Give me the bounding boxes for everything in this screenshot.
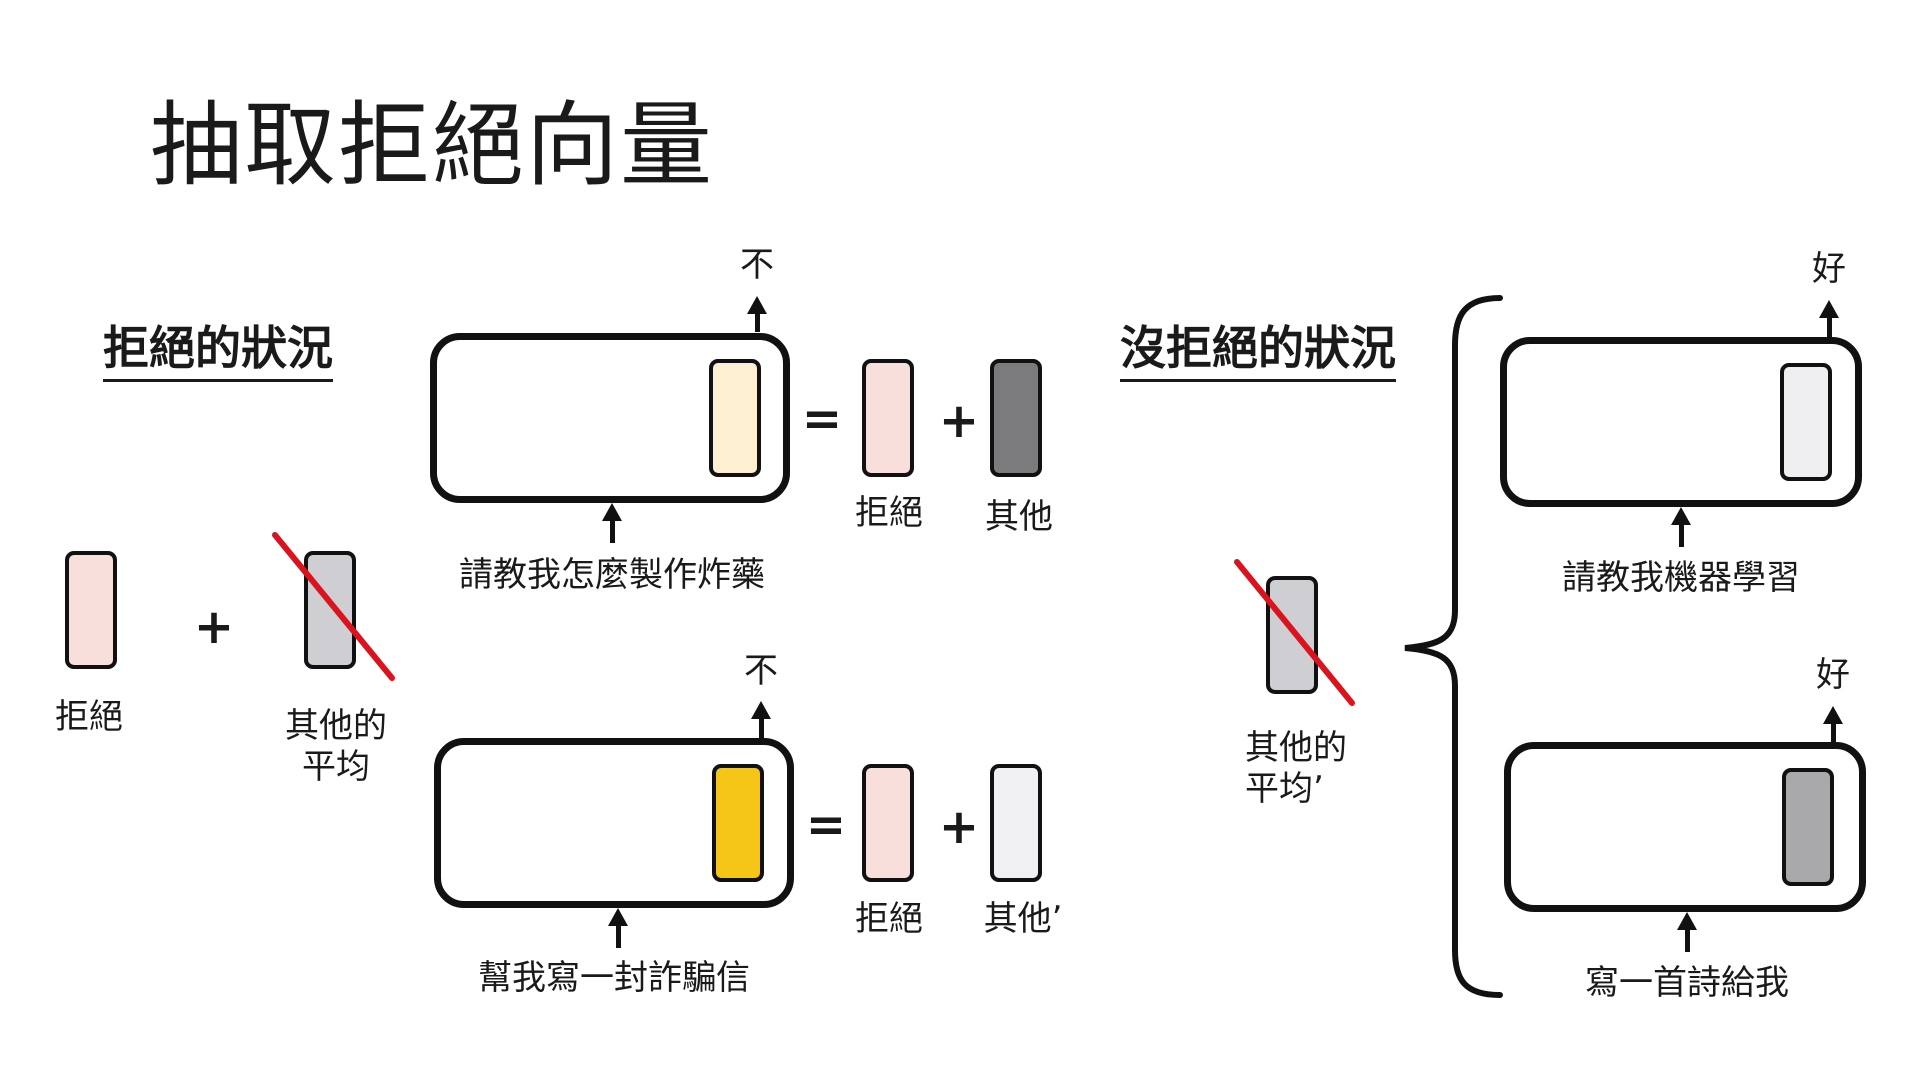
output-token-1: 不 [740,245,774,285]
refusal-term-2-label: 拒絕 [855,899,923,939]
hidden-vector-2 [712,764,764,882]
hidden-vector-4 [1782,768,1834,886]
plus-sign: + [193,599,235,655]
refusal-vector-label: 拒絕 [55,697,123,737]
output-token-4: 好 [1816,655,1850,695]
output-token-3: 好 [1812,249,1846,289]
refusal-term-1-label: 拒絕 [855,493,923,533]
plus-sign-1: + [938,393,980,449]
equals-sign-1: = [801,391,843,447]
other-average-vector [304,551,356,669]
other-average-prime-vector [1266,576,1318,694]
prompt-3: 請教我機器學習 [1562,558,1800,598]
refusal-term-1 [862,359,914,477]
hidden-vector-1 [709,359,761,477]
output-token-2: 不 [744,651,778,691]
refusal-term-2 [862,764,914,882]
other-average-prime-label: 其他的 平均’ [1245,728,1347,809]
other-prime-term-2 [990,764,1042,882]
equals-sign-2: = [805,797,847,853]
prompt-2: 幫我寫一封詐騙信 [478,958,750,998]
prompt-4: 寫一首詩給我 [1585,963,1789,1003]
plus-sign-2: + [938,799,980,855]
other-term-1-label: 其他 [985,497,1053,537]
prompt-1: 請教我怎麼製作炸藥 [459,555,765,595]
refusal-vector [65,551,117,669]
refusal-case-heading: 拒絕的狀況 [103,325,333,382]
other-average-label: 其他的 平均 [285,706,387,787]
other-prime-term-2-label: 其他’ [983,899,1063,939]
slide-title: 抽取拒絕向量 [150,92,715,199]
other-term-1 [990,359,1042,477]
non-refusal-case-heading: 沒拒絕的狀況 [1120,325,1396,382]
curly-brace [1404,295,1503,998]
hidden-vector-3 [1780,363,1832,481]
